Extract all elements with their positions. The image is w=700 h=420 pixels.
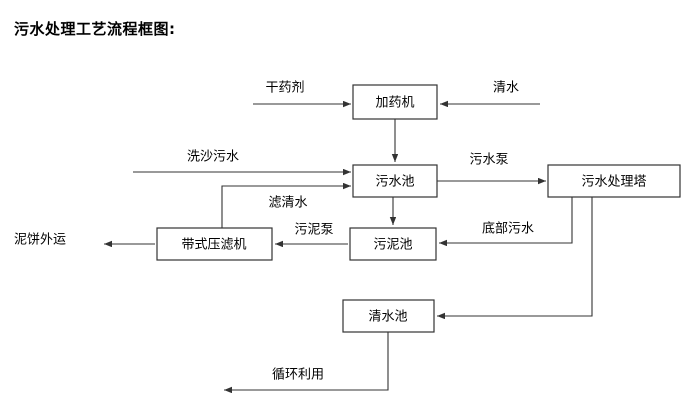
edge-label-filtrate: 滤清水 — [268, 196, 307, 211]
node-clear-water-pool[interactable]: 清水池 — [342, 299, 435, 333]
edge-sludge-pump: 污泥泵 — [275, 223, 348, 248]
edge-filtrate-return: 滤清水 — [221, 182, 351, 228]
edge-label-bottom-sewage: 底部污水 — [482, 221, 534, 237]
node-label-sludge-pool: 污泥池 — [373, 238, 412, 253]
edge-wastewater-pump: 污水泵 — [437, 153, 546, 185]
node-label-dosing-machine: 加药机 — [375, 96, 414, 111]
node-treatment-tower[interactable]: 污水处理塔 — [547, 164, 681, 198]
edge-label-sand-wash-water: 洗沙污水 — [187, 150, 239, 165]
node-label-treatment-tower: 污水处理塔 — [581, 175, 646, 190]
edge-dry-chemical-in: 干药剂 — [253, 81, 351, 108]
node-dosing-machine[interactable]: 加药机 — [352, 84, 438, 120]
terminal-label-mud-cake: 泥饼外运 — [14, 233, 66, 248]
edge-bottom-sewage: 底部污水 — [439, 197, 573, 247]
page-title: 污水处理工艺流程框图: — [14, 20, 176, 38]
edge-sand-wash-water-in: 洗沙污水 — [133, 150, 351, 176]
edge-recycle-out: 循环利用 — [224, 332, 389, 394]
node-label-wastewater-pool: 污水池 — [375, 175, 414, 190]
edge-label-dry-chemical: 干药剂 — [265, 81, 304, 96]
edge-tower-to-clear-water-pool — [437, 197, 593, 320]
node-sludge-pool[interactable]: 污泥池 — [349, 227, 437, 261]
edge-label-clean-water: 清水 — [493, 81, 519, 96]
edge-label-wastewater-pump: 污水泵 — [469, 153, 508, 168]
node-belt-filter-press[interactable]: 带式压滤机 — [156, 227, 273, 261]
edge-label-sludge-pump: 污泥泵 — [294, 223, 333, 238]
node-label-clear-water-pool: 清水池 — [368, 310, 407, 325]
edge-mud-cake-out: 泥饼外运 — [14, 233, 155, 248]
edge-label-recycle: 循环利用 — [272, 368, 324, 383]
edge-clean-water-in: 清水 — [440, 81, 540, 108]
node-label-belt-filter-press: 带式压滤机 — [181, 238, 246, 253]
node-wastewater-pool[interactable]: 污水池 — [352, 164, 438, 198]
